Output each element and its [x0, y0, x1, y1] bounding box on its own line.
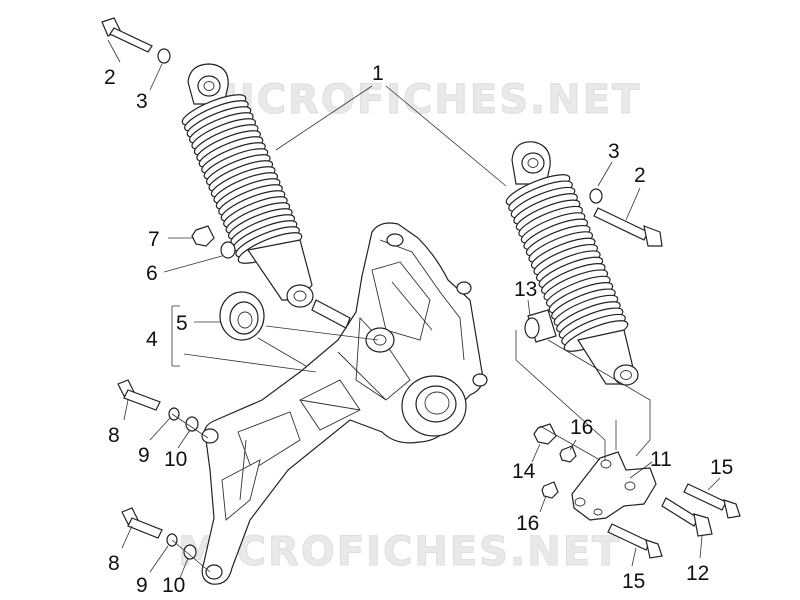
- bearing: [219, 291, 265, 341]
- callout-13: 13: [514, 278, 537, 301]
- callout-9-lower: 9: [136, 574, 148, 597]
- nut-left: [191, 225, 215, 247]
- bolt-top-left: [101, 17, 153, 53]
- callout-4: 4: [146, 328, 158, 351]
- callout-12: 12: [686, 562, 709, 585]
- callout-16-lower: 16: [516, 512, 539, 535]
- callout-3-right: 3: [608, 140, 620, 163]
- callout-1: 1: [372, 62, 384, 85]
- callout-labels: 1 2 3 3 2 7 6 5 4 13 8 9 10 16 14 11 15 …: [104, 62, 733, 597]
- callout-3-left: 3: [136, 90, 148, 113]
- left-shock-absorber: [181, 63, 314, 308]
- right-shock-absorber: [505, 141, 639, 386]
- callout-6: 6: [146, 262, 158, 285]
- nut-14: [533, 423, 557, 445]
- bolt-15-bottom: [607, 523, 663, 559]
- washer-9-upper: [168, 407, 180, 421]
- bolt-8-lower: [121, 507, 163, 539]
- callout-9-upper: 9: [138, 444, 150, 467]
- bolt-12: [661, 497, 713, 537]
- washer-right: [589, 188, 603, 204]
- callout-15-right: 15: [710, 456, 733, 479]
- nut-16-upper: [559, 445, 577, 463]
- callout-7: 7: [148, 228, 160, 251]
- callout-11: 11: [650, 448, 672, 471]
- callout-14: 14: [512, 460, 536, 483]
- callout-16-upper: 16: [570, 416, 593, 439]
- washer-left: [220, 241, 236, 259]
- callout-2-right: 2: [634, 164, 646, 187]
- callout-8-lower: 8: [108, 552, 120, 575]
- swing-arm: [201, 222, 488, 585]
- bolt-8-upper: [117, 379, 161, 411]
- leader-lines: [107, 39, 721, 579]
- bolt-15-right: [683, 483, 741, 519]
- callout-15-bottom: 15: [622, 570, 645, 593]
- nut-16-lower: [541, 481, 559, 499]
- washer-10-lower: [183, 544, 197, 560]
- watermark-top: MICROFICHES.NET: [198, 77, 641, 123]
- callout-8-upper: 8: [108, 424, 120, 447]
- washer-top-left: [157, 48, 171, 64]
- callout-10-lower: 10: [162, 574, 185, 597]
- washer-10-upper: [185, 416, 199, 432]
- watermark-bottom: MICROFICHES.NET: [178, 529, 621, 575]
- callout-5: 5: [176, 312, 188, 335]
- bracket: [571, 451, 657, 521]
- callout-10-upper: 10: [164, 448, 187, 471]
- bolt-right: [593, 207, 663, 247]
- bushing: [524, 309, 557, 343]
- callout-2-left: 2: [104, 66, 116, 89]
